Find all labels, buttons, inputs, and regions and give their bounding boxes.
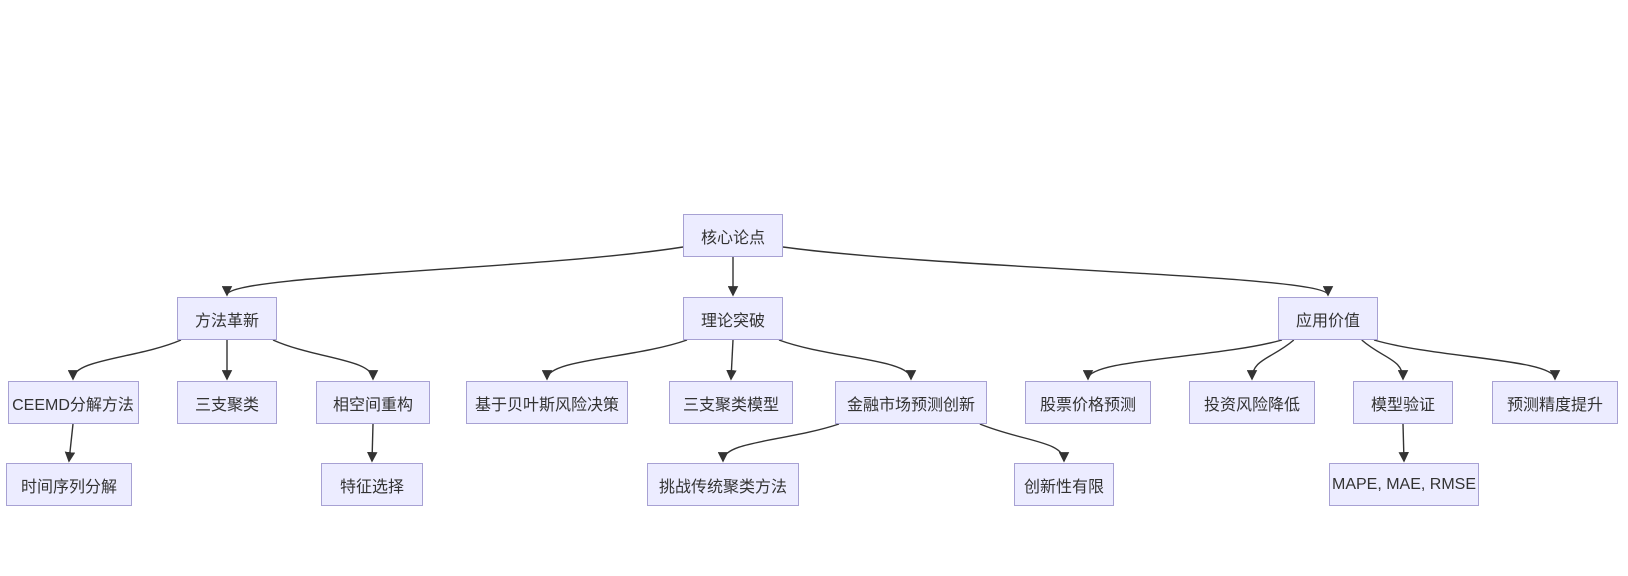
flowchart-node-phase: 相空间重构 bbox=[316, 381, 430, 424]
edge-apply-to-riskreduce bbox=[1246, 339, 1295, 381]
edge-fininnov-to-limited bbox=[979, 423, 1070, 463]
edge-apply-to-modelval bbox=[1361, 339, 1409, 381]
flowchart-node-tsdecomp: 时间序列分解 bbox=[6, 463, 132, 506]
flowchart-node-modelval: 模型验证 bbox=[1353, 381, 1453, 424]
flowchart-node-challenge: 挑战传统聚类方法 bbox=[647, 463, 799, 506]
flowchart-node-precision: 预测精度提升 bbox=[1492, 381, 1618, 424]
edge-modelval-to-metrics bbox=[1398, 423, 1410, 463]
flowchart-node-bayes: 基于贝叶斯风险决策 bbox=[466, 381, 628, 424]
edge-theory-to-twmodel bbox=[726, 339, 737, 381]
flowchart-node-featsel: 特征选择 bbox=[321, 463, 423, 506]
edge-method-to-ceemd bbox=[67, 339, 182, 381]
flowchart-node-twmodel: 三支聚类模型 bbox=[669, 381, 793, 424]
flowchart-node-metrics: MAPE, MAE, RMSE bbox=[1329, 463, 1479, 506]
edge-root-to-method bbox=[221, 246, 684, 297]
edge-theory-to-bayes bbox=[541, 339, 688, 381]
flowchart-node-method: 方法革新 bbox=[177, 297, 277, 340]
flowchart-node-fininnov: 金融市场预测创新 bbox=[835, 381, 987, 424]
flowchart-node-threeway: 三支聚类 bbox=[177, 381, 277, 424]
edge-root-to-apply bbox=[782, 246, 1334, 297]
flowchart-node-stockpred: 股票价格预测 bbox=[1025, 381, 1151, 424]
edge-apply-to-stockpred bbox=[1082, 339, 1283, 381]
edge-ceemd-to-tsdecomp bbox=[64, 423, 76, 463]
edge-apply-to-precision bbox=[1373, 339, 1561, 381]
flowchart-node-limited: 创新性有限 bbox=[1014, 463, 1114, 506]
flowchart-node-root: 核心论点 bbox=[683, 214, 783, 257]
flowchart-node-riskreduce: 投资风险降低 bbox=[1189, 381, 1315, 424]
edge-phase-to-featsel bbox=[366, 423, 378, 463]
edge-fininnov-to-challenge bbox=[717, 423, 840, 463]
flowchart-node-ceemd: CEEMD分解方法 bbox=[7, 381, 139, 424]
flowchart-node-apply: 应用价值 bbox=[1278, 297, 1378, 340]
edge-theory-to-fininnov bbox=[778, 339, 917, 381]
flowchart-node-theory: 理论突破 bbox=[683, 297, 783, 340]
edge-method-to-phase bbox=[272, 339, 379, 381]
